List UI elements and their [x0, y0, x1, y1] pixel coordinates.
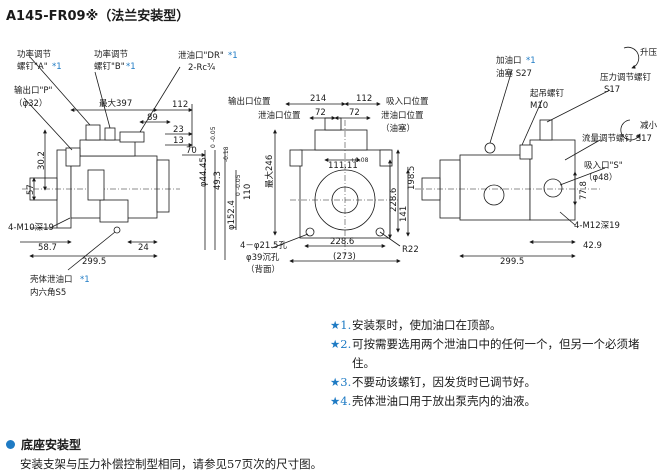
- note-1: ★1.安装泵时，使加油口在顶部。: [330, 316, 660, 335]
- outlet-p-label: 输出口"P": [14, 85, 53, 96]
- front-view-labels: 输出口位置 214 112 吸入口位置 泄油口位置 72 72 泄油口位置 （油…: [228, 94, 429, 275]
- dim-273: (273): [333, 252, 356, 262]
- dim-111: 111.11: [328, 161, 358, 171]
- dim-2286-h: 228.6: [330, 237, 354, 247]
- star1-a: *1: [52, 62, 62, 72]
- drain-dr-label: 泄油口"DR": [178, 50, 224, 61]
- note-2-mark: ★2.: [330, 337, 352, 351]
- left-view-labels: 功率调节 螺钉"A" *1 功率调节 螺钉"B" *1 泄油口"DR" *1 2…: [8, 49, 253, 298]
- page-title: A145-FR09※（法兰安装型）: [6, 9, 190, 24]
- base-mount-desc: 安装支架与压力补偿控制型相同，请参见57页次的尺寸图。: [20, 457, 323, 471]
- notes-list: ★1.安装泵时，使加油口在顶部。 ★2.可按需要选用两个泄油口中的任何一个，但另…: [330, 316, 660, 411]
- outlet-dia-label: （φ32）: [14, 98, 47, 109]
- base-mount-heading: 底座安装型: [6, 436, 322, 453]
- lift-size-label: M10: [530, 101, 548, 111]
- dim-58: 58.7: [38, 243, 57, 253]
- hex-label: 内六角S5: [30, 287, 66, 298]
- dim-72a: 72: [315, 108, 326, 118]
- dim-2286-v: 228.6: [389, 188, 399, 212]
- note-2-text: 可按需要选用两个泄油口中的任何一个，但另一个必须堵住。: [352, 337, 640, 370]
- dim-110: 110: [243, 184, 253, 200]
- note-3-text: 不要动该螺钉，因发货时已调节好。: [352, 375, 536, 389]
- note-1-text: 安装泵时，使加油口在顶部。: [352, 318, 502, 332]
- note-1-mark: ★1.: [330, 318, 352, 332]
- dim-max397: 最大397: [99, 98, 132, 109]
- power-screw-b-label: 功率调节: [94, 49, 129, 60]
- dim-1985: 198.5: [407, 166, 417, 190]
- left-side-view: [20, 56, 237, 271]
- dim-d152: φ152.4: [227, 200, 237, 230]
- note-4-mark: ★4.: [330, 394, 352, 408]
- power-screw-a-name: 螺钉"A": [17, 61, 48, 72]
- suction-label: 吸入口"S": [584, 161, 623, 171]
- note-4: ★4.壳体泄油口用于放出泵壳内的油液。: [330, 392, 660, 411]
- dim-778: 77.8: [579, 181, 589, 200]
- dimension-drawing: 功率调节 螺钉"A" *1 功率调节 螺钉"B" *1 泄油口"DR" *1 2…: [8, 46, 658, 298]
- dim-429: 42.9: [583, 241, 602, 251]
- dim-57: 57: [26, 184, 36, 195]
- drain-size-label: 2-Rc¾: [188, 63, 215, 73]
- note-3: ★3.不要动该螺钉，因发货时已调节好。: [330, 373, 660, 392]
- hole-label-b: φ39沉孔: [246, 253, 280, 263]
- dim-72b: 72: [349, 108, 360, 118]
- dim-299-right: 299.5: [500, 257, 524, 267]
- star1-fill: *1: [526, 56, 536, 66]
- suction-dia-label: （φ48）: [584, 172, 617, 183]
- fill-port-label: 加油口: [496, 55, 522, 66]
- dim-d152-tol-a: 0: [235, 192, 242, 196]
- dim-d152-tol-b: -0.05: [235, 174, 242, 190]
- dim-89: 89: [147, 113, 158, 123]
- r22-label: R22: [402, 245, 419, 255]
- dim-214: 214: [310, 94, 326, 104]
- dim-24: 24: [138, 243, 149, 253]
- dim-70: 70: [186, 146, 197, 156]
- note-2: ★2.可按需要选用两个泄油口中的任何一个，但另一个必须堵住。: [330, 335, 660, 373]
- dim-141: 141: [399, 206, 409, 222]
- flow-screw-label: 流量调节螺钉 S17: [582, 133, 652, 144]
- dim-23: 23: [173, 125, 184, 135]
- note-3-mark: ★3.: [330, 375, 352, 389]
- out-pos-label: 输出口位置: [228, 96, 271, 107]
- dim-max246: 最大246: [264, 155, 275, 188]
- base-mount-title: 底座安装型: [21, 438, 82, 452]
- right-side-view: [415, 46, 641, 258]
- fill-plug-label: 油塞 S27: [496, 68, 532, 79]
- note-4-text: 壳体泄油口用于放出泵壳内的油液。: [352, 394, 536, 408]
- plugged-label: （油塞）: [381, 123, 415, 134]
- in-pos-label: 吸入口位置: [386, 96, 429, 107]
- front-view: [271, 102, 410, 263]
- bolt-b-label: 4-M12深19: [574, 221, 620, 231]
- dim-d44: φ44.45: [199, 157, 209, 187]
- pressure-screw-label: 压力调节螺钉: [600, 72, 652, 83]
- dim-299-left: 299.5: [82, 257, 106, 267]
- star4-case: *1: [80, 275, 90, 285]
- dim-13: 13: [173, 136, 184, 146]
- power-screw-a-label: 功率调节: [17, 49, 52, 60]
- drain-pos-label-1: 泄油口位置: [258, 110, 301, 121]
- up-label: 升压: [640, 47, 658, 58]
- dim-111-tol: +0.08: [350, 157, 369, 164]
- lift-bolt-label: 起吊螺钉: [530, 88, 565, 99]
- down-label: 减小: [640, 120, 658, 131]
- hole-label-a: 4－φ21.5孔: [240, 241, 287, 251]
- case-drain-label: 壳体泄油口: [30, 274, 73, 285]
- dim-49-tol: -0.18: [223, 146, 230, 162]
- dim-49: 49.3: [213, 171, 223, 190]
- dim-d44-tol-a: 0: [210, 144, 217, 148]
- dim-112: 112: [172, 100, 188, 110]
- dim-30: 30.2: [37, 151, 47, 170]
- hole-label-c: （背面）: [246, 264, 280, 275]
- power-screw-b-name: 螺钉"B": [94, 61, 125, 72]
- pressure-size-label: S17: [604, 85, 620, 95]
- bullet-dot-icon: [6, 440, 15, 449]
- right-view-labels: 加油口 *1 油塞 S27 起吊螺钉 M10 升压 压力调节螺钉 S17 减小 …: [496, 47, 658, 267]
- star1-b: *1: [126, 62, 136, 72]
- dim-d44-tol-b: -0.05: [210, 126, 217, 142]
- drain-pos-label-2: 泄油口位置: [381, 110, 424, 121]
- bolt-a-label: 4-M10深19: [8, 223, 54, 233]
- dim-112-mid: 112: [356, 94, 372, 104]
- star2-dr: *1: [228, 51, 238, 61]
- base-mount-section: 底座安装型 安装支架与压力补偿控制型相同，请参见57页次的尺寸图。: [6, 436, 322, 472]
